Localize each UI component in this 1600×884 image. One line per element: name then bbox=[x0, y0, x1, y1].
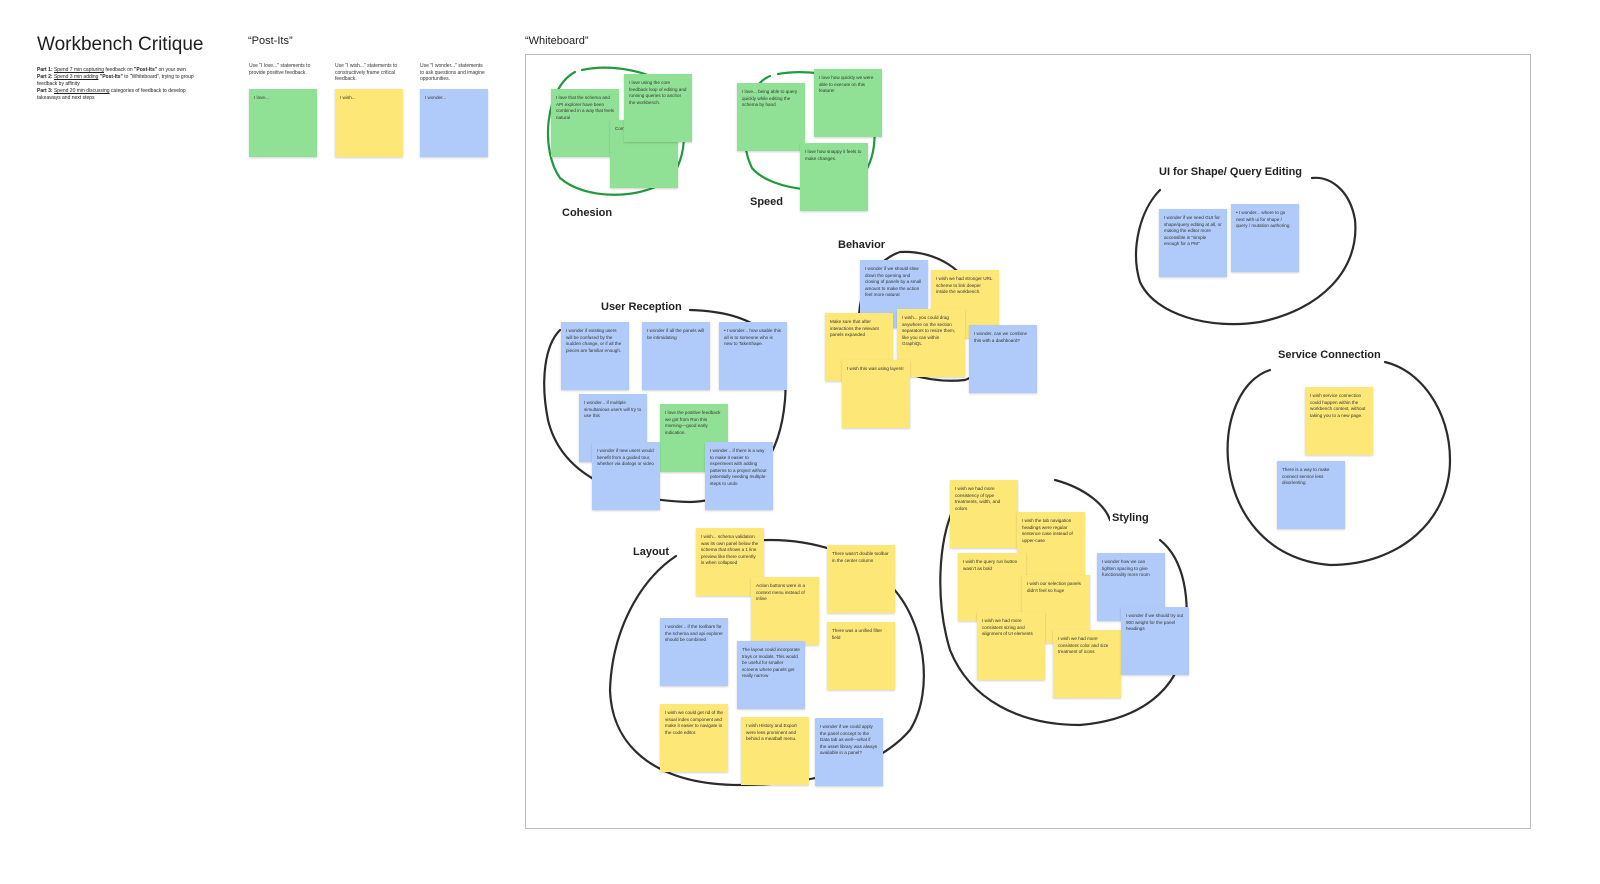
sticky-note[interactable]: I wish this was using layers! bbox=[842, 360, 910, 428]
instructions: Part 1: Spend 7 min capturing feedback o… bbox=[37, 67, 197, 102]
instruction-part-1: Part 1: Spend 7 min capturing feedback o… bbox=[37, 67, 186, 73]
sticky-note[interactable]: I wish the query run button wasn't as bo… bbox=[958, 553, 1026, 621]
sticky-note[interactable]: I love how quickly we were able to execu… bbox=[814, 69, 882, 137]
service-loop bbox=[1226, 360, 1452, 567]
layout-loop bbox=[608, 538, 925, 787]
sticky-note[interactable]: There wasn't double toolbar in the cente… bbox=[827, 545, 895, 613]
sticky-note[interactable]: I wonder, can we combine this with a das… bbox=[969, 325, 1037, 393]
postits-title: “Post-Its” bbox=[248, 35, 293, 47]
sticky-note[interactable]: I wish service connection could happen w… bbox=[1305, 387, 1373, 455]
sticky-note[interactable]: There is a way to make connect service l… bbox=[1277, 461, 1345, 529]
hint-wonder: Use "I wonder..." statements to ask ques… bbox=[420, 63, 485, 82]
sticky-note[interactable]: • I wonder... where to go next with ui f… bbox=[1231, 204, 1299, 272]
sticky-note[interactable]: I wonder if all the panels will be intim… bbox=[642, 322, 710, 390]
page-title: Workbench Critique bbox=[37, 34, 204, 55]
sticky-note[interactable]: I wonder... if there is a way to make it… bbox=[705, 442, 773, 510]
sticky-note[interactable]: I wonder if we need GUI for shape/query … bbox=[1159, 209, 1227, 277]
cluster-label-cohesion: Cohesion bbox=[560, 207, 615, 219]
sticky-note[interactable]: I wonder if existing users will be confu… bbox=[561, 322, 629, 390]
sticky-note[interactable]: The layout could incorporate trays or mo… bbox=[737, 641, 805, 709]
hint-wish: Use "I wish..." statements to constructi… bbox=[335, 63, 398, 82]
postit-template-love[interactable]: I love... bbox=[249, 89, 317, 157]
cluster-label-ui-shape: UI for Shape/ Query Editing bbox=[1157, 166, 1305, 178]
sticky-note[interactable]: I wish we had more consistency of type t… bbox=[950, 480, 1018, 548]
sticky-note[interactable]: I wish... schema validation was its own … bbox=[696, 528, 764, 596]
sticky-note[interactable]: I wish we could get rid of the visual in… bbox=[660, 704, 728, 772]
sticky-note[interactable]: I wish the tab navigation headings were … bbox=[1017, 512, 1085, 580]
cluster-label-service: Service Connection bbox=[1276, 349, 1383, 361]
sticky-note[interactable]: I wonder if new users would benefit from… bbox=[592, 442, 660, 510]
cluster-label-layout: Layout bbox=[631, 546, 672, 558]
sticky-note[interactable]: I love how snappy it feels to make chang… bbox=[800, 143, 868, 211]
sticky-note[interactable]: I wonder if we should try out 900 weight… bbox=[1121, 607, 1189, 675]
postit-template-wish[interactable]: I wish... bbox=[335, 89, 403, 157]
sticky-note[interactable]: I wish we had more consistent color and … bbox=[1053, 630, 1121, 698]
cluster-label-user-reception: User Reception bbox=[599, 301, 684, 313]
ui-shape-loop bbox=[1134, 176, 1357, 326]
whiteboard-title: “Whiteboard” bbox=[525, 35, 589, 47]
postit-template-wonder[interactable]: I wonder... bbox=[420, 89, 488, 157]
cluster-label-speed: Speed bbox=[748, 196, 786, 208]
hint-love: Use "I love..." statements to provide po… bbox=[249, 63, 311, 76]
sticky-note[interactable]: I love using the core feedback loop of e… bbox=[624, 74, 692, 142]
instruction-part-2: Part 2: Spend 3 min adding "Post-Its" to… bbox=[37, 74, 194, 87]
cluster-label-styling: Styling bbox=[1110, 512, 1151, 524]
sticky-note[interactable]: I wonder if we could apply the panel con… bbox=[815, 718, 883, 786]
sticky-note[interactable]: I wonder... if the toolbars for the sche… bbox=[660, 618, 728, 686]
sticky-note[interactable]: Action buttons were in a context menu in… bbox=[751, 577, 819, 645]
sticky-note[interactable]: There was a unified filter field bbox=[827, 622, 895, 690]
instruction-part-3: Part 3: Spend 20 min discussing categori… bbox=[37, 88, 186, 101]
sticky-note[interactable]: I love... being able to query quickly wh… bbox=[737, 83, 805, 151]
sticky-note[interactable]: I wish History and Export were less prom… bbox=[741, 717, 809, 785]
sticky-note[interactable]: • I wonder... how usable this all is to … bbox=[719, 322, 787, 390]
sticky-note[interactable]: I love that the schema and API explorer … bbox=[551, 89, 619, 157]
sticky-note[interactable]: I wish we had more consistent sizing and… bbox=[977, 612, 1045, 680]
cluster-label-behavior: Behavior bbox=[836, 239, 888, 251]
